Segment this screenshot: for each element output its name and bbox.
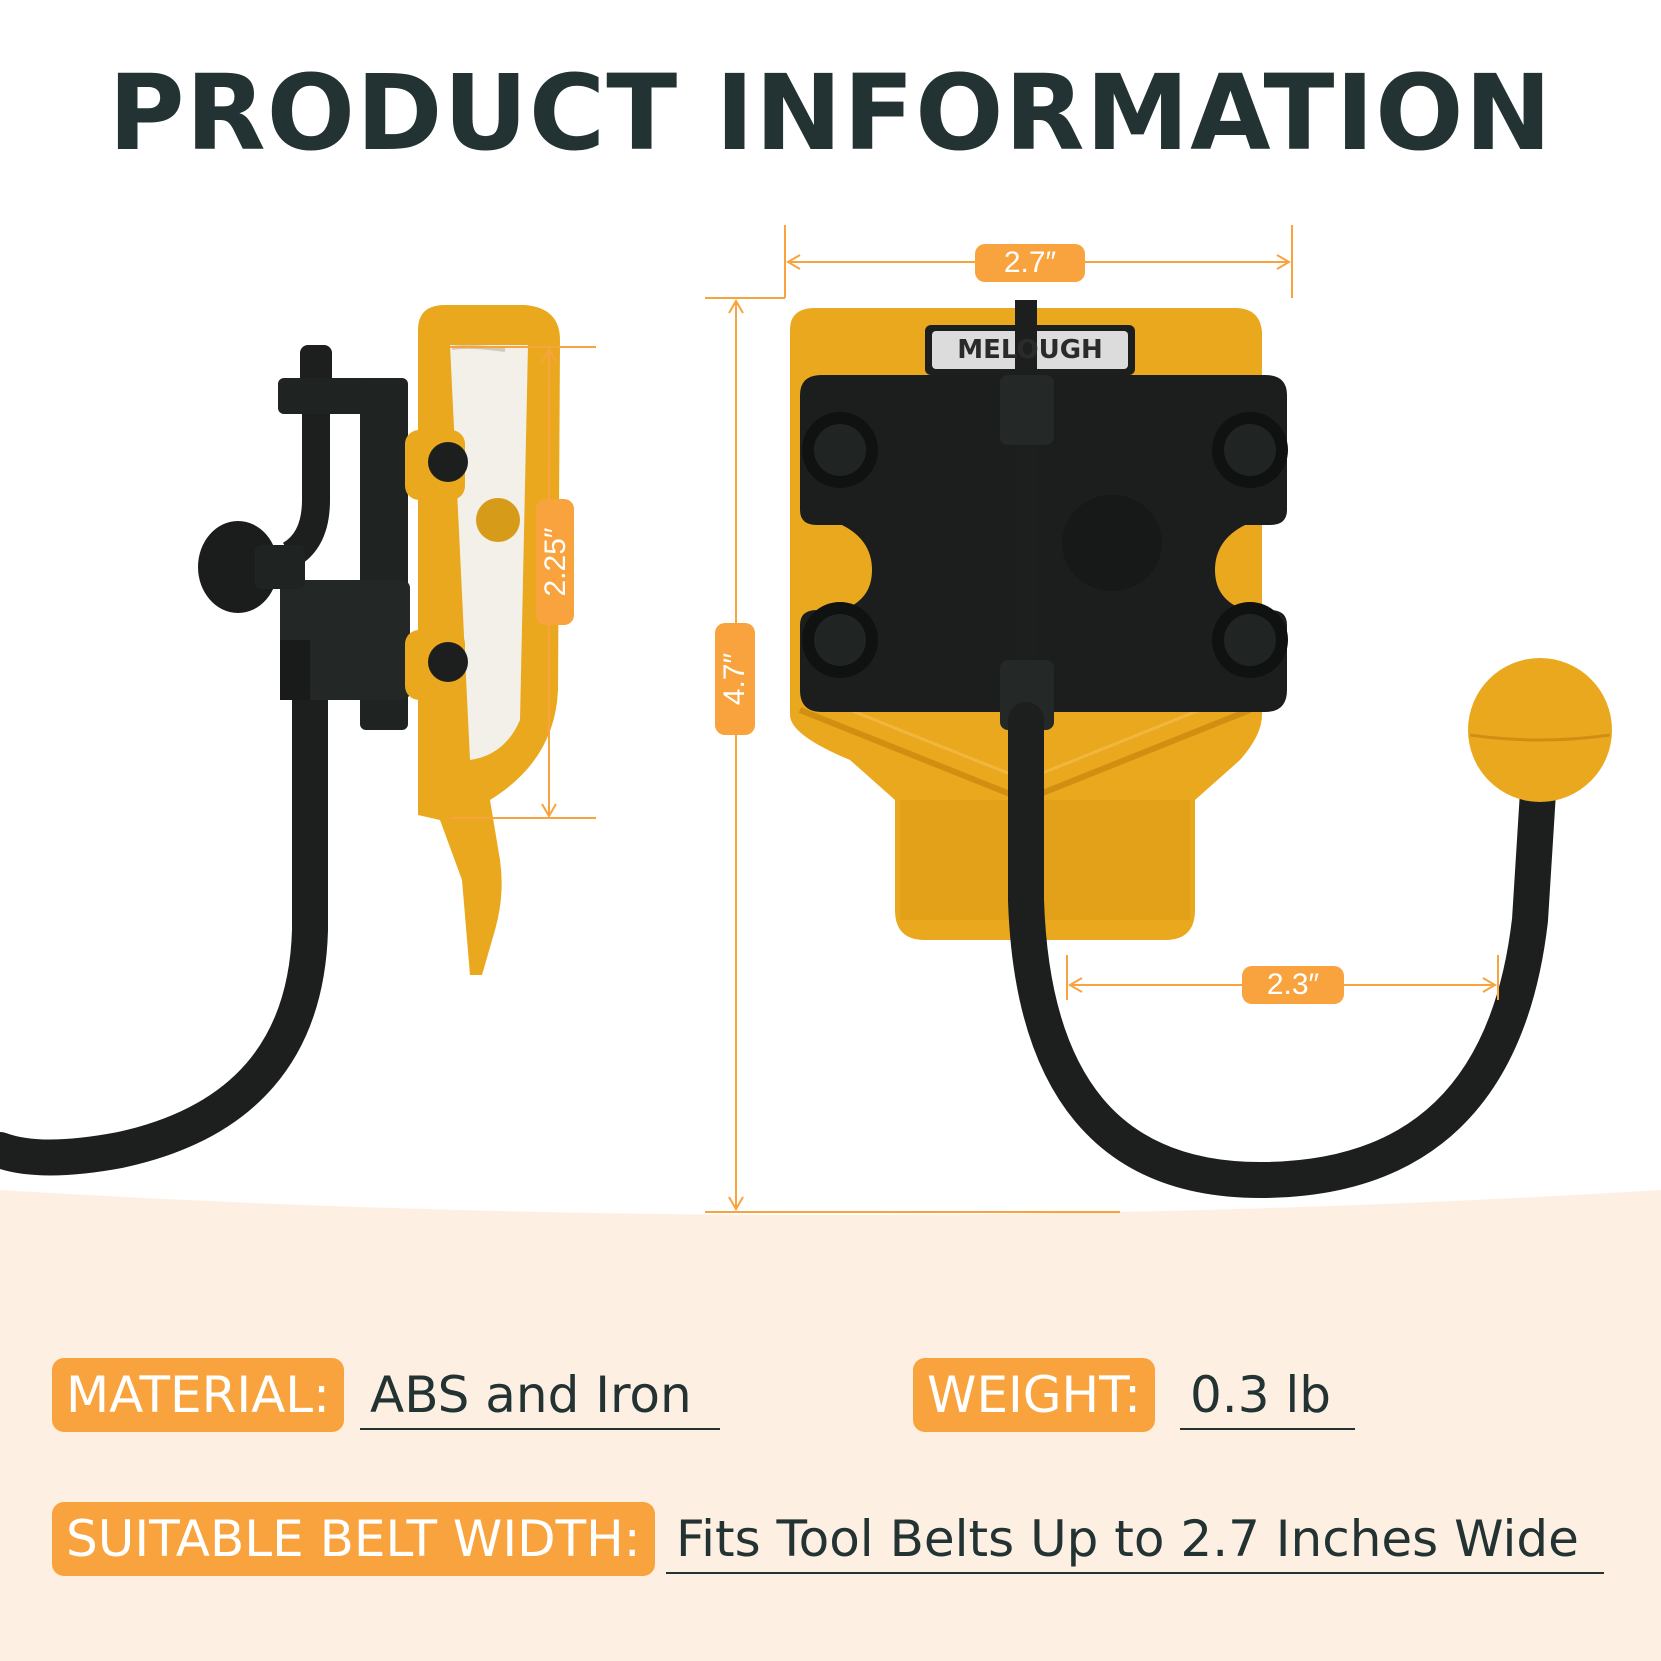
page-title: PRODUCT INFORMATION: [108, 52, 1553, 174]
dimension-height-label: 4.7″: [715, 623, 755, 735]
side-view-product: [0, 305, 596, 1176]
dimension-hook-label: 2.3″: [1242, 966, 1344, 1004]
weight-label: WEIGHT:: [913, 1358, 1156, 1432]
material-label: MATERIAL:: [52, 1358, 344, 1432]
material-value: ABS and Iron: [360, 1362, 720, 1430]
front-view-product: [790, 300, 1612, 1199]
belt-width-value: Fits Tool Belts Up to 2.7 Inches Wide: [666, 1506, 1604, 1574]
belt-width-label: SUITABLE BELT WIDTH:: [52, 1502, 655, 1576]
dimension-clip-label: 2.25″: [536, 499, 574, 625]
weight-value: 0.3 lb: [1180, 1362, 1355, 1430]
brand-logo: MELOUGH: [957, 335, 1103, 365]
dimension-width-label: 2.7″: [975, 244, 1085, 282]
